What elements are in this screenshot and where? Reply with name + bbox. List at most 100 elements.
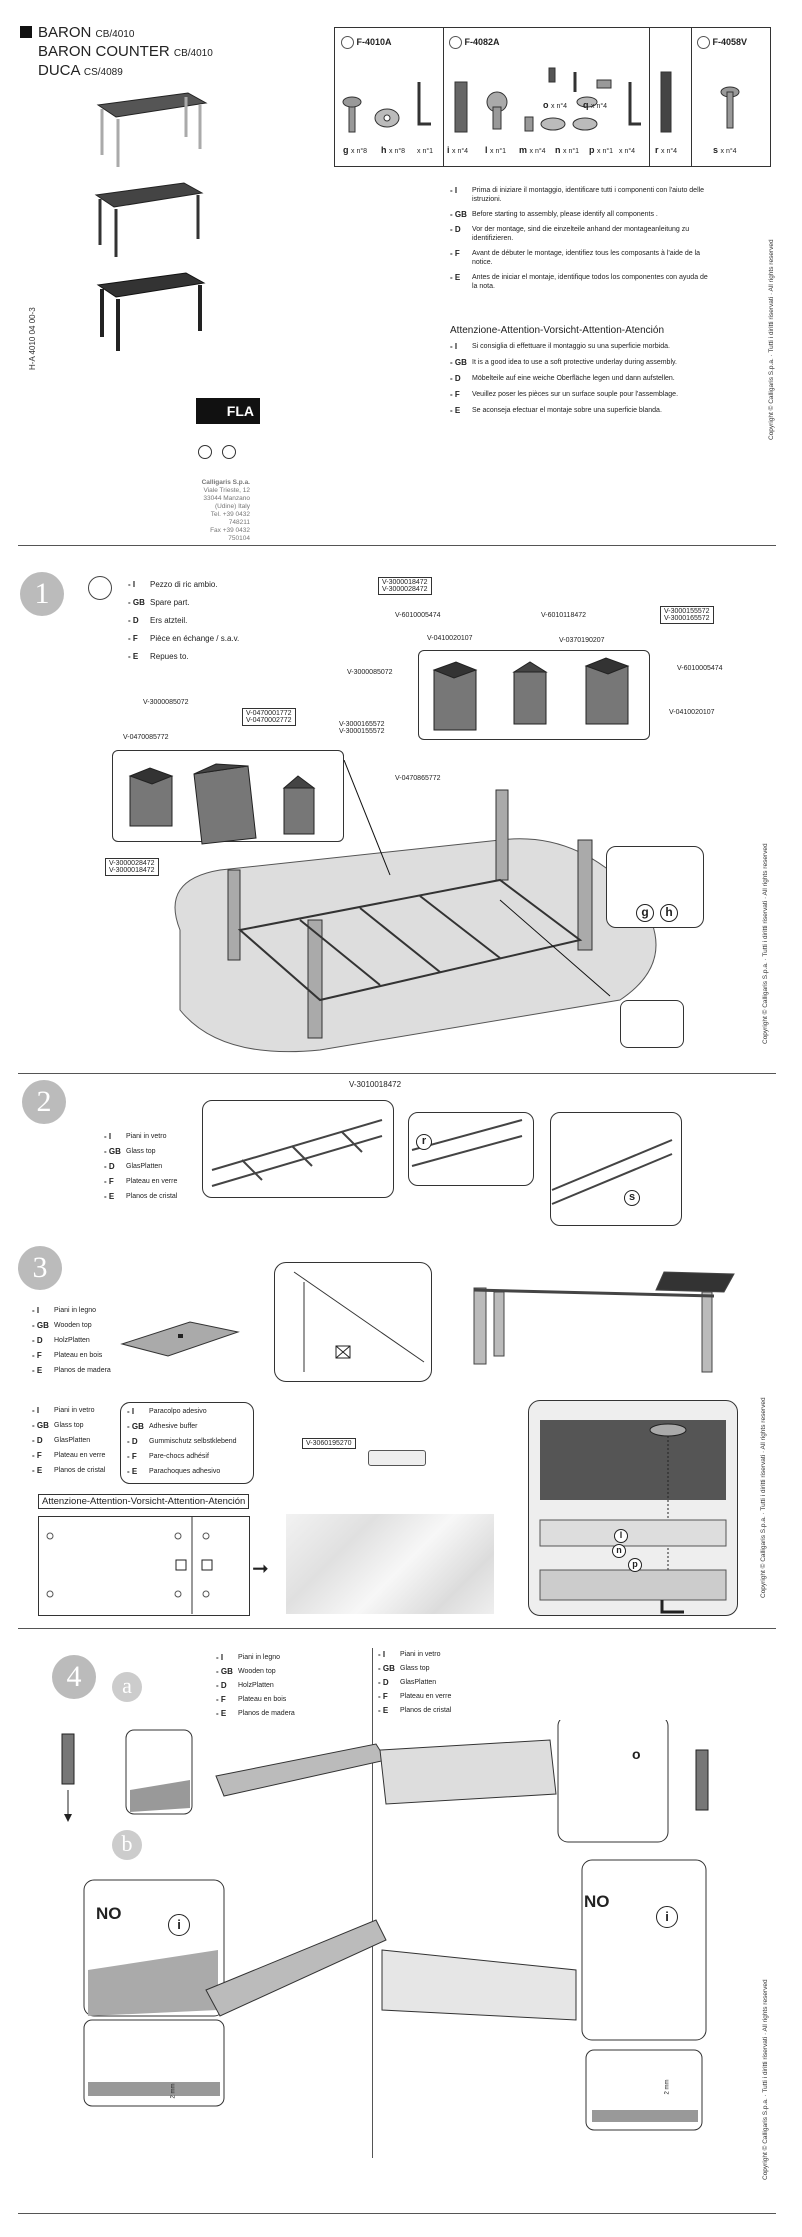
hw-item-n: n x n°1 <box>555 145 580 155</box>
code-tag: V-3000085072 <box>344 668 396 677</box>
hw-item-r: r x n°4 <box>655 145 678 155</box>
hardware-table: F-4010A F-4082A F-4058V g x n°8 h x n°8 … <box>334 27 771 167</box>
step3-attention-panel <box>38 1516 250 1616</box>
hw-item-s: s x n°4 <box>713 145 737 155</box>
spare-part-icon <box>88 576 112 600</box>
bag-icon <box>341 36 354 49</box>
model-title-2: BARON COUNTER CB/4010 <box>38 43 213 60</box>
step3-drawings <box>293 1271 735 1373</box>
step1-frame-drawing <box>174 760 657 1053</box>
hw-item-key1: x n°1 <box>417 148 434 155</box>
step2-panel-1 <box>202 1100 394 1198</box>
hardware-group-2: F-4082A <box>449 36 500 49</box>
copyright-3: Copyright © Calligaris S.p.a. · Tutti i … <box>760 1397 767 1598</box>
hw-callout-l: l <box>614 1529 628 1543</box>
step3-attention-title: Attenzione-Attention-Vorsicht-Attention-… <box>38 1494 250 1509</box>
black-square-icon <box>20 26 32 38</box>
hardware-drawings <box>342 67 740 133</box>
step-2-number: 2 <box>22 1080 66 1124</box>
cert-icon-1 <box>198 445 212 459</box>
step-4a-label: a <box>112 1672 142 1702</box>
hw-callout-p: p <box>628 1558 642 1572</box>
hw-callout-g: g <box>636 904 654 922</box>
hw-callout-n: n <box>612 1544 626 1558</box>
dimension-left: 2 mm <box>170 2083 177 2099</box>
cert-icon-2 <box>222 445 237 459</box>
code-tag: V-3010018472 <box>346 1079 405 1090</box>
hw-callout-r: r <box>416 1134 432 1150</box>
hw-callout-s: s <box>624 1190 640 1206</box>
hw-item-q: q x n°4 <box>583 100 608 110</box>
code-tag: V-6010005474 <box>392 611 444 620</box>
hw-item-p: p x n°1 <box>589 145 614 155</box>
hw-item-m: m x n°4 <box>519 145 546 155</box>
step4-divider <box>372 1648 373 2158</box>
copyright-1: Copyright © Calligaris S.p.a. · Tutti i … <box>768 239 775 440</box>
hardware-group-3: F-4058V <box>697 36 747 49</box>
hw-callout-o: o <box>632 1746 641 1762</box>
bag-icon <box>697 36 710 49</box>
product-images <box>94 92 208 351</box>
cert-marks <box>198 445 237 464</box>
code-tag: V-0410020107 <box>424 634 476 643</box>
info-icon-right: i <box>656 1906 678 1928</box>
code-tag: V-0470865772 <box>392 774 444 783</box>
step-1-number: 1 <box>20 572 64 616</box>
step1-detail-box-2 <box>620 1000 684 1048</box>
step-3-number: 3 <box>18 1246 62 1290</box>
step1-parts-drawings <box>128 657 630 845</box>
step2-drawings <box>211 1119 673 1205</box>
hw-item-i: i x n°4 <box>447 145 469 155</box>
hardware-group-1: F-4010A <box>341 36 392 49</box>
marble-top-image <box>286 1514 494 1614</box>
hw-item-h: h x n°8 <box>381 145 406 155</box>
dimension-right: 2 mm <box>664 2079 671 2095</box>
no-label-right: NO <box>584 1892 610 1911</box>
fla-logo: FLA <box>196 398 260 424</box>
doc-code: H-A 4010 04 00-3 <box>28 307 37 370</box>
code-tag: V-6010005474 <box>674 664 726 673</box>
attention-block: Attenzione-Attention-Vorsicht-Attention-… <box>450 325 750 422</box>
step-4-number: 4 <box>52 1655 96 1699</box>
copyright-2: Copyright © Calligaris S.p.a. · Tutti i … <box>762 843 769 1044</box>
hw-item-l: l x n°1 <box>485 145 507 155</box>
copyright-4: Copyright © Calligaris S.p.a. · Tutti i … <box>762 1979 769 2180</box>
company-address: Calligaris S.p.a. Viale Trieste, 12 3304… <box>201 479 250 542</box>
no-label-left: NO <box>96 1904 122 1923</box>
step3-detail-drawing <box>539 1420 727 1614</box>
code-tag: V-0410020107 <box>666 708 718 717</box>
step1-detail-box <box>606 846 704 928</box>
model-title-1: BARON CB/4010 <box>20 24 213 43</box>
step3-zoom-box <box>274 1262 432 1382</box>
arrow-right-icon: ➞ <box>252 1558 269 1580</box>
table-image-1 <box>96 92 208 167</box>
model-title-3: DUCA CS/4089 <box>38 62 123 79</box>
info-icon-left: i <box>168 1914 190 1936</box>
buffer-positions-drawing <box>46 1516 213 1614</box>
table-image-3 <box>96 272 206 351</box>
footer-separator <box>18 2213 776 2214</box>
step-4b-label: b <box>112 1830 142 1860</box>
separator <box>18 545 776 546</box>
code-tag: V-0470085772 <box>120 733 172 742</box>
buffer-drawing <box>368 1450 426 1466</box>
bag-icon <box>449 36 462 49</box>
code-tag: V-0370190207 <box>556 636 608 645</box>
wooden-top-drawing <box>120 1321 240 1357</box>
model-list: BARON CB/4010 BARON COUNTER CB/4010 DUCA… <box>20 24 213 81</box>
table-image-2 <box>94 182 204 257</box>
code-tag: V-6010118472 <box>538 611 590 620</box>
hw-item-key2: x n°4 <box>619 148 636 155</box>
hw-callout-h: h <box>660 904 678 922</box>
separator <box>18 1073 776 1074</box>
